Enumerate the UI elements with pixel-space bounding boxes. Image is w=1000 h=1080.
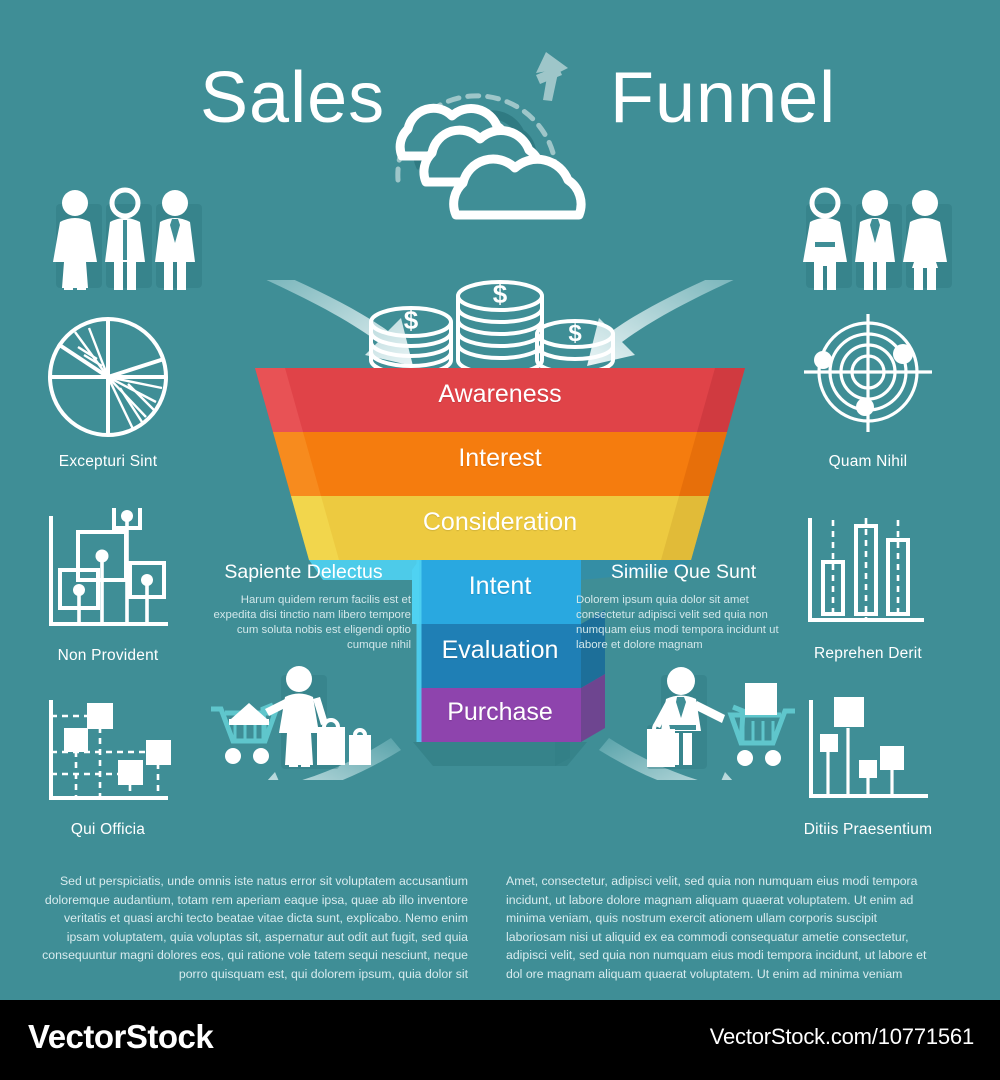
man-shopping-cart-icon — [647, 667, 795, 769]
box-plot-icon — [808, 518, 924, 622]
side-icon-label: Ditiis Praesentium — [803, 821, 933, 838]
footer-paragraph-left: Sed ut perspiciatis, unde omnis iste nat… — [42, 874, 468, 981]
description-similie-que-sunt: Similie Que Sunt Dolorem ipsum quia dolo… — [576, 561, 791, 653]
infographic-canvas: Sales Funnel — [0, 46, 1000, 981]
side-icon-label: Reprehen Derit — [814, 645, 922, 662]
bubble-square-chart-icon — [49, 500, 168, 626]
title-word-sales: Sales — [200, 58, 386, 138]
description-heading: Similie Que Sunt — [610, 561, 757, 583]
three-people-icon — [803, 187, 952, 290]
description-sapiente-delectus: Sapiente Delectus Harum quidem rerum fac… — [196, 561, 411, 653]
side-icon-ditiis-praesentium: Ditiis Praesentium — [778, 694, 958, 839]
watermark-url: VectorStock.com/10771561 — [709, 1024, 974, 1049]
side-icon-non-provident: Non Provident — [18, 500, 198, 665]
watermark-brand: VectorStock — [28, 1018, 214, 1055]
page-title: Sales Funnel — [0, 46, 1000, 156]
side-icon-quam-nihil: Quam Nihil — [778, 314, 958, 471]
side-icon-qui-officia: Qui Officia — [18, 694, 198, 839]
side-icon-excepturi-sint: Excepturi Sint — [18, 314, 198, 471]
side-icon-label: Excepturi Sint — [58, 453, 158, 470]
description-heading: Sapiente Delectus — [224, 561, 383, 583]
curved-arrow-down-left-icon — [587, 250, 777, 366]
funnel-stage-awareness — [255, 368, 745, 432]
funnel-stage-consideration — [291, 496, 709, 560]
side-icon-label: Non Provident — [57, 647, 159, 664]
side-icon-label: Qui Officia — [70, 821, 146, 838]
scatter-plot-icon — [49, 700, 171, 800]
watermark-bar: VectorStock VectorStock.com/10771561 — [0, 1000, 1000, 1080]
funnel-stage-interest — [273, 432, 727, 496]
svg-text:$: $ — [493, 280, 508, 309]
funnel-stage-intent — [309, 560, 691, 624]
description-body: Dolorem ipsum quia dolor sit amet consec… — [576, 594, 779, 651]
svg-text:$: $ — [404, 305, 419, 335]
footer-paragraph-right: Amet, consectetur, adipisci velit, sed q… — [506, 874, 927, 981]
woman-shopping-cart-icon — [211, 666, 371, 769]
funnel-stage-purchase — [419, 674, 605, 742]
side-icon-label: Quam Nihil — [828, 453, 908, 470]
title-word-funnel: Funnel — [610, 58, 837, 138]
description-body: Harum quidem rerum facilis est et expedi… — [213, 594, 411, 651]
lollipop-square-chart-icon — [809, 697, 928, 798]
radar-target-icon — [804, 314, 932, 432]
side-icon-reprehen-derit: Reprehen Derit — [778, 508, 958, 663]
pie-chart-icon — [48, 317, 168, 437]
svg-text:$: $ — [568, 320, 582, 347]
three-people-icon — [53, 187, 202, 290]
funnel-stage-evaluation — [419, 610, 605, 688]
cloud-refresh-icon — [395, 52, 586, 220]
